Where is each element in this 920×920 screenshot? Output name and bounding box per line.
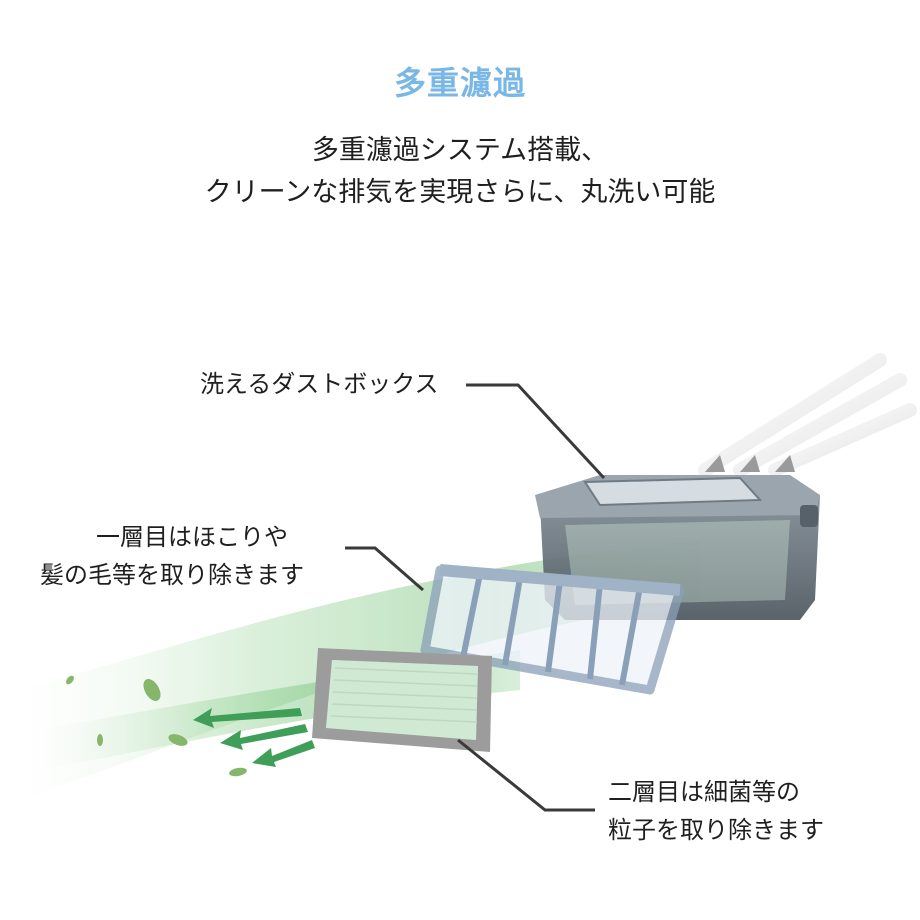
subtitle-line-2: クリーンな排気を実現さらに、丸洗い可能 [204,177,716,208]
callout-layer1: 一層目はほこりや 髪の毛等を取り除きます [40,518,304,594]
callout-layer2-line-2: 粒子を取り除きます [608,816,824,844]
subtitle-line-1: 多重濾過システム搭載、 [311,135,609,166]
hepa-filter-layer2 [312,648,492,752]
dust-box [535,475,820,620]
incoming-air-streaks [698,353,917,477]
callout-layer2-line-1: 二層目は細菌等の [608,778,800,806]
page-title: 多重濾過 [393,64,526,102]
leaf-icons [66,675,247,777]
callout-layer1-line-2: 髪の毛等を取り除きます [40,561,304,589]
outflow-arrows [193,708,315,767]
callout-layer2: 二層目は細菌等の 粒子を取り除きます [608,773,824,849]
callout-dust-box-text: 洗えるダストボックス [200,370,439,398]
callout-layer1-line-1: 一層目はほこりや [96,523,288,551]
callout-lines [345,383,606,812]
callout-dust-box: 洗えるダストボックス [200,365,439,403]
subtitle: 多重濾過システム搭載、 クリーンな排気を実現さらに、丸洗い可能 [0,130,920,214]
